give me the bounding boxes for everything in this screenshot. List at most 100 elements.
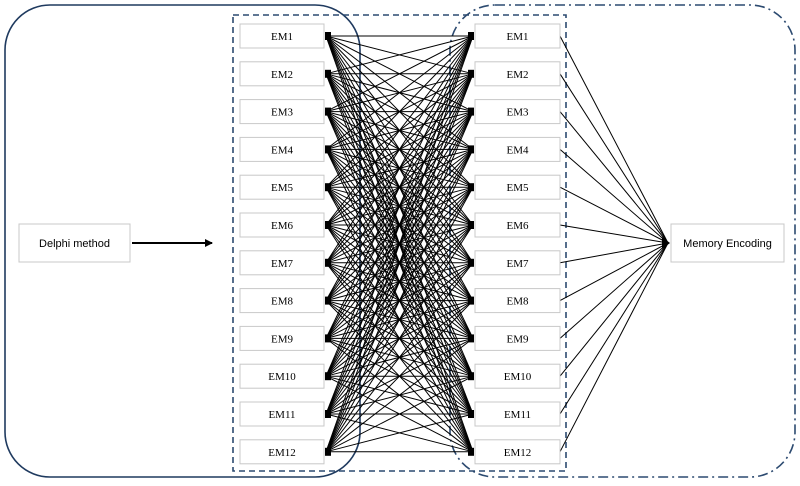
- right-em-node: EM2: [474, 61, 561, 87]
- right-em-node: EM11: [474, 401, 561, 427]
- right-em-node: EM3: [474, 99, 561, 125]
- fanin-line: [559, 242, 669, 415]
- left-endpoint-marker: [325, 258, 331, 267]
- fanin-line: [559, 149, 669, 244]
- right-em-label: EM7: [507, 258, 530, 270]
- target-arrowhead: [662, 237, 670, 249]
- left-em-label: EM12: [268, 447, 296, 459]
- left-em-node: EM8: [239, 288, 325, 314]
- right-em-label: EM5: [507, 182, 530, 194]
- right-endpoint-marker: [468, 145, 474, 154]
- fanin-line: [559, 224, 669, 244]
- left-em-node: EM7: [239, 250, 325, 276]
- left-em-label: EM11: [268, 409, 295, 421]
- connections-group: [325, 35, 670, 453]
- left-endpoint-marker: [325, 183, 331, 192]
- connection-line: [325, 35, 474, 75]
- connection-line: [325, 35, 474, 226]
- left-em-label: EM10: [268, 371, 296, 383]
- left-em-box: [239, 439, 325, 465]
- connection-line: [325, 35, 474, 339]
- right-em-node: EM8: [474, 288, 561, 314]
- left-em-label: EM6: [271, 220, 294, 232]
- left-em-node: EM2: [239, 61, 325, 87]
- left-em-label: EM7: [271, 258, 294, 270]
- right-em-label: EM12: [504, 447, 532, 459]
- connection-line: [325, 35, 474, 150]
- right-endpoint-marker: [468, 32, 474, 40]
- right-endpoint-marker: [468, 183, 474, 192]
- left-endpoint-marker: [325, 447, 331, 456]
- left-endpoint-marker: [325, 145, 331, 154]
- left-em-label: EM5: [271, 182, 294, 194]
- right-em-label: EM2: [507, 69, 529, 81]
- left-em-box: [239, 212, 325, 238]
- right-endpoint-marker: [468, 410, 474, 418]
- right-endpoint-marker: [468, 296, 474, 305]
- left-endpoint-marker: [325, 372, 331, 381]
- right-endpoint-marker: [468, 372, 474, 381]
- left-em-label: EM3: [271, 107, 294, 119]
- fanin-line: [559, 35, 669, 244]
- left-em-box: [239, 61, 325, 87]
- right-em-box: [474, 325, 561, 351]
- left-em-node: EM9: [239, 325, 325, 351]
- right-em-node: EM9: [474, 325, 561, 351]
- fanin-line: [559, 242, 669, 264]
- dashdot-group-frame: [449, 4, 796, 478]
- left-em-box: [239, 250, 325, 276]
- connection-line: [325, 35, 474, 188]
- left-em-node: EM4: [239, 136, 325, 162]
- right-endpoint-marker: [468, 258, 474, 267]
- connection-line: [325, 300, 474, 453]
- connection-line: [325, 35, 474, 301]
- left-em-node: EM6: [239, 212, 325, 238]
- left-em-box: [239, 23, 325, 49]
- right-em-box: [474, 363, 561, 389]
- left-em-box: [239, 136, 325, 162]
- right-em-box: [474, 61, 561, 87]
- right-em-label: EM3: [507, 107, 530, 119]
- right-endpoint-marker: [468, 334, 474, 343]
- right-em-node: EM5: [474, 174, 561, 200]
- connection-line: [325, 35, 474, 264]
- connection-line: [325, 35, 474, 415]
- connection-line: [325, 338, 474, 453]
- left-endpoint-marker: [325, 69, 331, 78]
- connection-line: [325, 149, 474, 453]
- left-em-node: EM1: [239, 23, 325, 49]
- fanin-line: [559, 242, 669, 453]
- left-endpoint-marker: [325, 32, 331, 40]
- left-endpoint-marker: [325, 296, 331, 305]
- right-em-node: EM4: [474, 136, 561, 162]
- memory-encoding-label: Memory Encoding: [683, 238, 772, 250]
- left-em-label: EM1: [271, 31, 293, 43]
- connection-line: [325, 375, 474, 453]
- left-endpoint-marker: [325, 221, 331, 229]
- left-endpoint-marker: [325, 410, 331, 418]
- right-em-box: [474, 250, 561, 276]
- fanin-line: [559, 111, 669, 244]
- right-endpoint-marker: [468, 221, 474, 229]
- connection-line: [325, 413, 474, 453]
- left-endpoint-marker: [325, 107, 331, 116]
- right-em-node: EM12: [474, 439, 561, 465]
- left-em-box: [239, 99, 325, 125]
- fanin-line: [559, 242, 669, 377]
- left-em-node: EM5: [239, 174, 325, 200]
- right-em-node: EM10: [474, 363, 561, 389]
- fanin-line: [559, 242, 669, 302]
- delphi-method-node: Delphi method: [18, 223, 131, 263]
- connection-line: [325, 186, 474, 453]
- connection-line: [325, 111, 474, 452]
- left-em-label: EM4: [271, 144, 294, 156]
- left-em-box: [239, 174, 325, 200]
- left-em-box: [239, 401, 325, 427]
- right-em-box: [474, 136, 561, 162]
- connection-line: [325, 262, 474, 453]
- left-em-box: [239, 363, 325, 389]
- connection-line: [325, 35, 474, 377]
- fanin-line: [559, 242, 669, 339]
